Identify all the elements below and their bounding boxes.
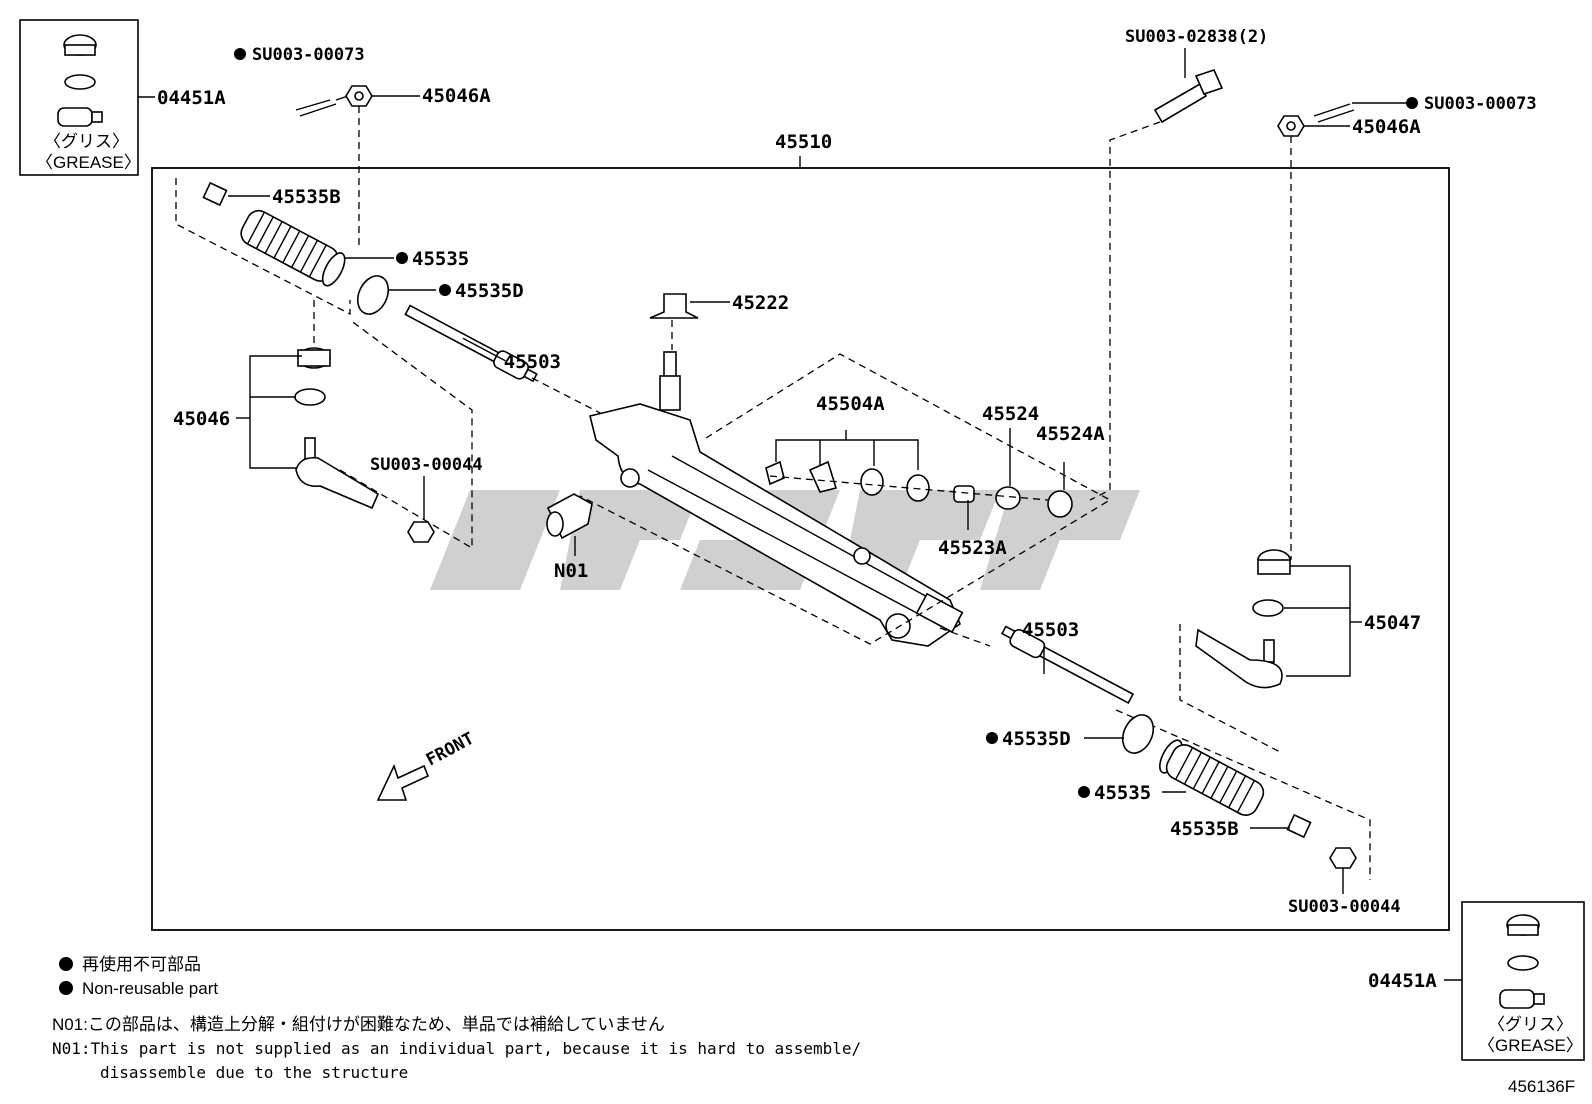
n01-bushing: N01 [546, 493, 593, 582]
rack-guide-parts: 45504A 45523A 45524 45524A [765, 393, 1105, 559]
svg-text:45047: 45047 [1364, 612, 1421, 634]
svg-text:45535B: 45535B [272, 186, 341, 208]
right-tie-rod: 45503 [939, 619, 1135, 705]
svg-text:45503: 45503 [504, 351, 561, 373]
svg-text:SU003-00044: SU003-00044 [1288, 897, 1401, 917]
right-boot-clip-d: 45535D [986, 714, 1155, 754]
front-direction-arrow: FRONT [376, 729, 478, 801]
right-boot [1159, 739, 1265, 816]
left-boot-label: 45535 [345, 248, 469, 270]
grease-part-right: 04451A [1368, 970, 1437, 992]
legend: 再使用不可部品 Non-reusable part [59, 954, 218, 998]
right-boot-outline [1115, 709, 1371, 880]
svg-text:〈グリス〉: 〈グリス〉 [44, 132, 129, 151]
svg-text:N01:This part is not supplied: N01:This part is not supplied as an indi… [52, 1039, 861, 1058]
svg-text:45535B: 45535B [1170, 818, 1239, 840]
svg-text:〈グリス〉: 〈グリス〉 [1488, 1015, 1573, 1034]
svg-text:再使用不可部品: 再使用不可部品 [82, 954, 201, 974]
housing-bolt: SU003-02838(2) [1089, 27, 1268, 501]
right-boot-clip-b: 45535B SU003-00044 [1170, 813, 1401, 917]
svg-text:SU003-00073: SU003-00073 [252, 45, 365, 65]
svg-text:〈GREASE〉: 〈GREASE〉 [36, 153, 141, 172]
assembly-number: 45510 [775, 131, 832, 153]
svg-text:SU003-00044: SU003-00044 [370, 455, 483, 475]
grease-kit-right: 〈グリス〉 〈GREASE〉 04451A [1368, 901, 1585, 1061]
right-boot-label: 45535 [1078, 782, 1186, 804]
svg-text:45503: 45503 [1022, 619, 1079, 641]
diagram-code: 456136F [1508, 1077, 1575, 1096]
grease-kit-left: 〈グリス〉 〈GREASE〉 04451A [19, 19, 226, 176]
svg-text:FRONT: FRONT [423, 729, 478, 771]
left-boot-clip-d: 45535D [356, 275, 524, 315]
svg-text:disassemble due to the structu: disassemble due to the structure [100, 1063, 408, 1082]
left-nut-pin: SU003-00073 45046A [234, 45, 491, 250]
svg-text:N01:この部品は、構造上分解・組付けが困難なため、単品では: N01:この部品は、構造上分解・組付けが困難なため、単品では補給していません [52, 1015, 665, 1034]
input-dust-cover: 45222 [649, 292, 789, 350]
svg-text:45535D: 45535D [455, 280, 524, 302]
svg-text:45222: 45222 [732, 292, 789, 314]
svg-text:SU003-00073: SU003-00073 [1424, 94, 1537, 114]
svg-text:〈GREASE〉: 〈GREASE〉 [1478, 1036, 1583, 1055]
svg-text:45524A: 45524A [1036, 423, 1105, 445]
svg-text:45523A: 45523A [938, 537, 1007, 559]
svg-text:45535: 45535 [1094, 782, 1151, 804]
svg-text:N01: N01 [554, 560, 588, 582]
footnote-n01: N01:この部品は、構造上分解・組付けが困難なため、単品では補給していません N… [52, 1015, 861, 1082]
svg-text:Non-reusable part: Non-reusable part [82, 979, 218, 998]
right-nut-pin: SU003-00073 45046A [1277, 94, 1537, 560]
svg-text:SU003-02838(2): SU003-02838(2) [1125, 27, 1268, 47]
svg-text:45524: 45524 [982, 403, 1039, 425]
left-boot [240, 209, 346, 287]
svg-text:45535D: 45535D [1002, 728, 1071, 750]
svg-text:45046A: 45046A [1352, 116, 1421, 138]
svg-text:45046: 45046 [173, 408, 230, 430]
grease-part-left: 04451A [157, 87, 226, 109]
svg-text:45046A: 45046A [422, 85, 491, 107]
rack-housing [579, 351, 1112, 647]
left-tie-rod: 45503 [404, 304, 561, 383]
svg-text:45535: 45535 [412, 248, 469, 270]
svg-text:45504A: 45504A [816, 393, 885, 415]
left-boot-clip-b: 45535B [202, 181, 341, 208]
left-tie-rod-end: 45046 SU003-00044 [173, 300, 483, 550]
right-tie-rod-end: 45047 [1179, 549, 1421, 753]
